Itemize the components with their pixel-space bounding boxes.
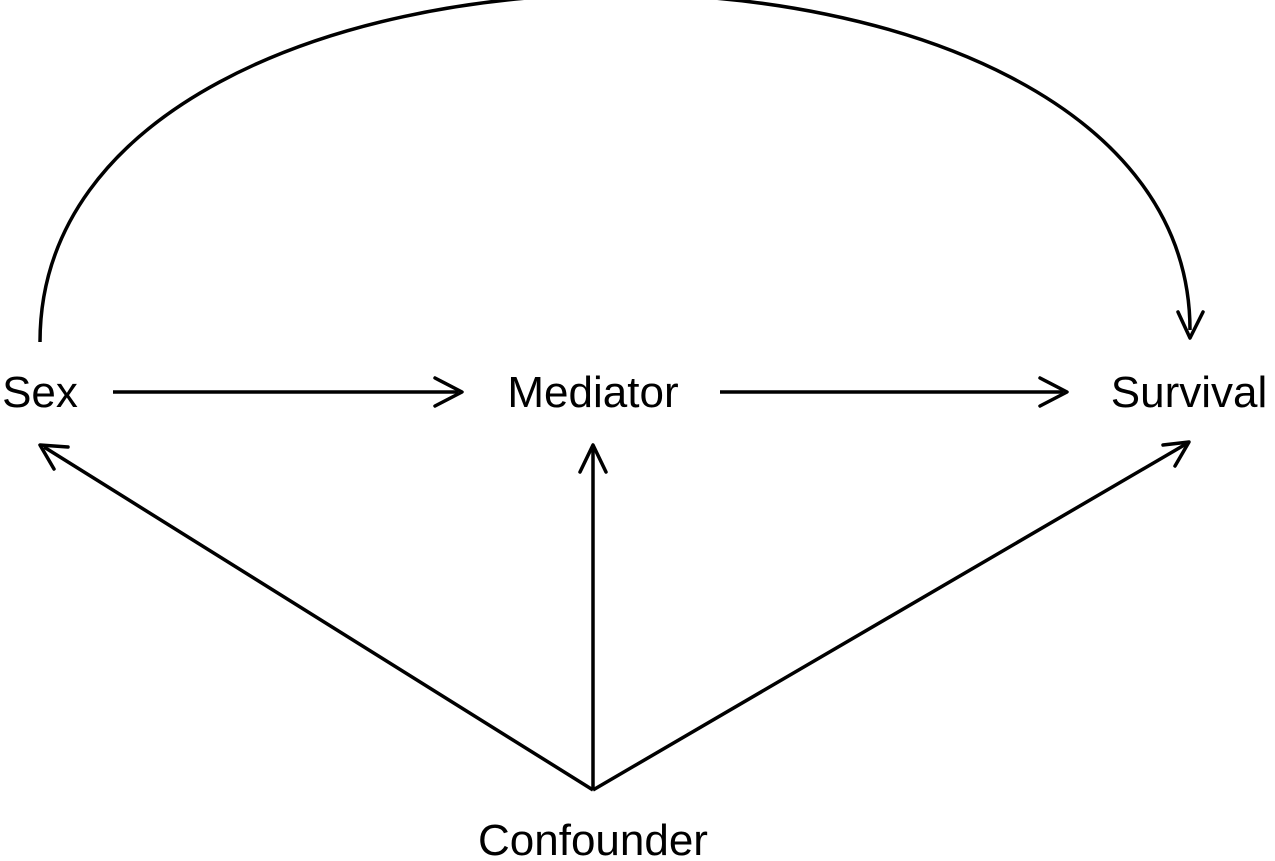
node-mediator: Mediator xyxy=(507,368,678,417)
edge-mediator-to-survival xyxy=(720,376,1069,408)
node-survival: Survival xyxy=(1111,368,1268,417)
edge-sex-to-survival xyxy=(38,0,1205,343)
edge-confounder-to-mediator xyxy=(578,443,608,790)
edge-confounder-to-survival xyxy=(592,440,1191,792)
node-confounder: Confounder xyxy=(478,816,708,861)
edge-confounder-to-sex xyxy=(38,443,594,792)
edge-sex-to-mediator xyxy=(113,376,464,408)
node-sex: Sex xyxy=(2,368,78,417)
